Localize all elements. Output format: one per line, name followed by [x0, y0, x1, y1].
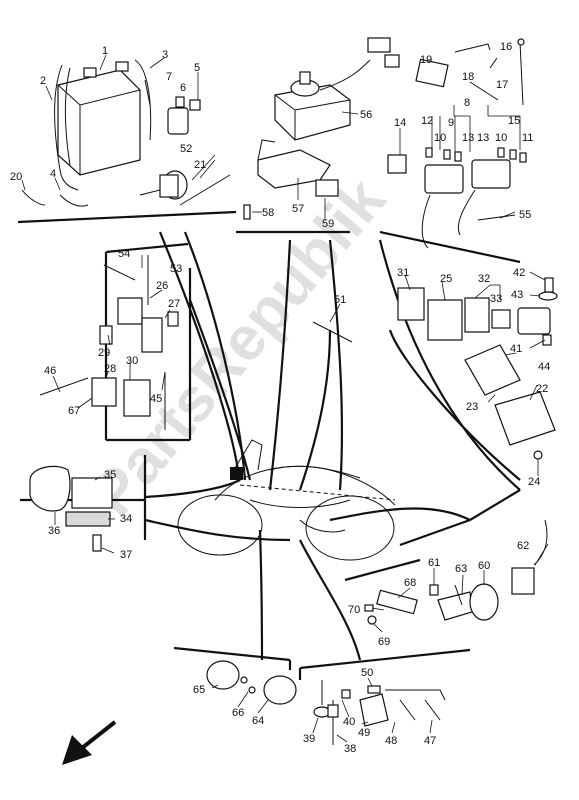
- bike-outline: [177, 439, 396, 561]
- callout-69: 69: [378, 636, 390, 648]
- callout-22: 22: [536, 383, 548, 395]
- callout-41: 41: [510, 343, 522, 355]
- callout-66: 66: [232, 707, 244, 719]
- callout-52: 52: [180, 143, 192, 155]
- front-direction-arrow-icon: [62, 720, 117, 765]
- callout-47: 47: [424, 735, 436, 747]
- callout-18: 18: [462, 71, 474, 83]
- callout-30: 30: [126, 355, 138, 367]
- callout-7: 7: [166, 71, 172, 83]
- callout-49: 49: [358, 727, 370, 739]
- regulator-rectifier: [29, 465, 113, 552]
- battery: [57, 61, 141, 176]
- callout-1: 1: [102, 45, 108, 57]
- callout-55: 55: [519, 209, 531, 221]
- callout-9: 9: [448, 117, 454, 129]
- callout-14: 14: [394, 117, 406, 129]
- callout-6: 6: [180, 82, 186, 94]
- callout-13b: 13: [477, 132, 489, 144]
- callout-65: 65: [193, 684, 205, 696]
- callout-15: 15: [508, 115, 520, 127]
- callout-34: 34: [120, 513, 132, 525]
- callout-63: 63: [455, 563, 467, 575]
- ignition-switch-group: [364, 519, 548, 625]
- callout-25: 25: [440, 273, 452, 285]
- fuse-holder-parts: [144, 79, 201, 135]
- callout-44: 44: [538, 361, 550, 373]
- sensor-group-bottom: [313, 680, 446, 745]
- callout-23: 23: [466, 401, 478, 413]
- leader-lines: [21, 54, 549, 743]
- callout-21: 21: [194, 159, 206, 171]
- callout-45: 45: [150, 393, 162, 405]
- cdi-unit: [274, 37, 400, 141]
- callout-13a: 13: [462, 132, 474, 144]
- callout-17: 17: [496, 79, 508, 91]
- callout-24: 24: [528, 476, 540, 488]
- routing-lines: [144, 231, 521, 661]
- callout-11: 11: [522, 132, 533, 144]
- callout-28: 28: [104, 363, 116, 375]
- callout-33: 33: [490, 293, 502, 305]
- callout-43: 43: [511, 289, 523, 301]
- callout-29: 29: [98, 347, 110, 359]
- callout-3: 3: [162, 49, 168, 61]
- callout-labels: 1 2 3 4 5 6 7 8 9 10 10 11 12 13 13 14 1…: [10, 41, 550, 755]
- callout-54: 54: [118, 248, 130, 260]
- callout-53: 53: [170, 263, 182, 275]
- relay-cluster-right: [387, 38, 527, 249]
- callout-51: 51: [334, 294, 346, 306]
- callout-67: 67: [68, 405, 80, 417]
- callout-36: 36: [48, 525, 60, 537]
- battery-cables: [21, 59, 152, 207]
- horns: [206, 660, 297, 705]
- callout-19: 19: [420, 54, 432, 66]
- callout-31: 31: [397, 267, 409, 279]
- callout-35: 35: [104, 469, 116, 481]
- cdi-bracket: [243, 139, 339, 220]
- callout-62: 62: [517, 540, 529, 552]
- callout-16: 16: [500, 41, 512, 53]
- callout-58: 58: [262, 207, 274, 219]
- callout-8: 8: [464, 97, 470, 109]
- callout-59: 59: [322, 218, 334, 230]
- callout-68: 68: [404, 577, 416, 589]
- callout-27: 27: [168, 298, 180, 310]
- relay-cluster-right-middle: [312, 277, 558, 460]
- callout-39: 39: [303, 733, 315, 745]
- callout-26: 26: [156, 280, 168, 292]
- callout-12: 12: [421, 115, 433, 127]
- callout-46: 46: [44, 365, 56, 377]
- callout-61: 61: [428, 557, 440, 569]
- callout-50: 50: [361, 667, 373, 679]
- callout-37: 37: [120, 549, 132, 561]
- callout-5: 5: [194, 62, 200, 74]
- callout-60: 60: [478, 560, 490, 572]
- callout-2: 2: [40, 75, 46, 87]
- callout-20: 20: [10, 171, 22, 183]
- relay-cluster-left: [39, 255, 179, 430]
- callout-38: 38: [344, 743, 356, 755]
- starter-relay-21-52: [139, 170, 231, 206]
- callout-64: 64: [252, 715, 264, 727]
- callout-56: 56: [360, 109, 372, 121]
- callout-42: 42: [513, 267, 525, 279]
- callout-4: 4: [50, 168, 56, 180]
- callout-40: 40: [343, 716, 355, 728]
- callout-48: 48: [385, 735, 397, 747]
- callout-10a: 10: [434, 132, 446, 144]
- callout-10b: 10: [495, 132, 507, 144]
- callout-70: 70: [348, 604, 360, 616]
- callout-57: 57: [292, 203, 304, 215]
- callout-32: 32: [478, 273, 490, 285]
